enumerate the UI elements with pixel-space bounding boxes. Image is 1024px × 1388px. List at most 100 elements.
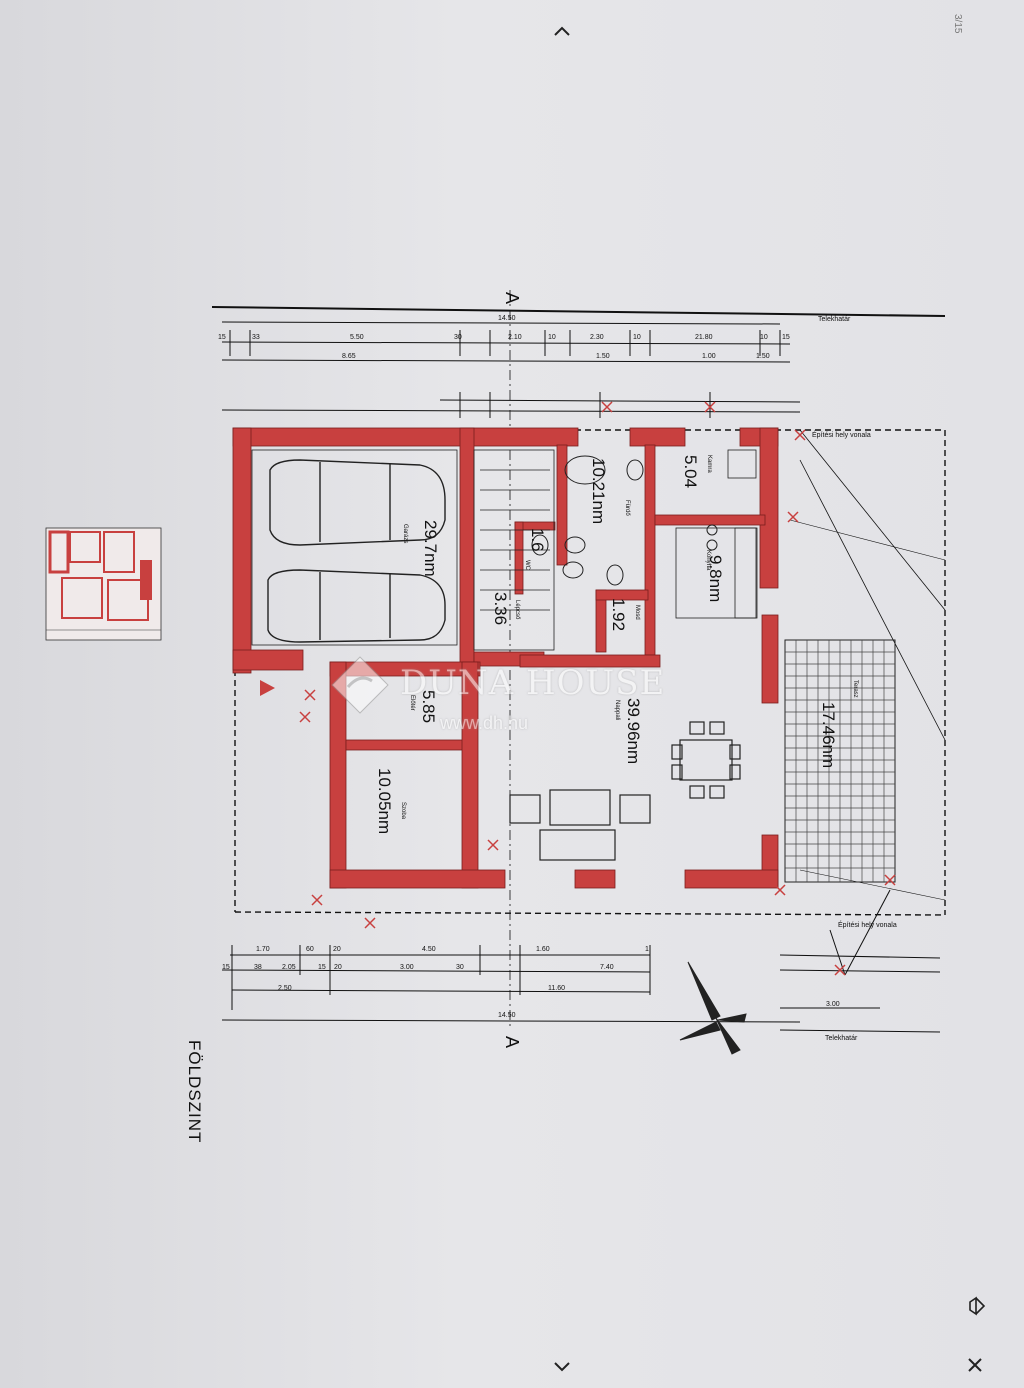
dim-bot2-5: 20 [334, 964, 342, 971]
car-icons [267, 459, 446, 643]
room-area-bedroom: 10.05nm [374, 768, 394, 834]
room-area-wc: 1.6 [527, 528, 547, 552]
room-area-text: 1.92 [609, 598, 628, 632]
dim-text: 10 [633, 334, 641, 341]
dim-text: 1.60 [536, 946, 550, 953]
room-name-kitchen: Konyha [705, 550, 711, 570]
terrace-grid [784, 639, 896, 883]
dim-text: 21.80 [695, 334, 713, 341]
dim-bot2-3: 2.05 [282, 964, 296, 971]
dim-top-3: 5.50 [350, 334, 364, 341]
room-area-text: 10.21nm [589, 458, 608, 525]
dim-text: 1.70 [256, 946, 270, 953]
room-name-text: Fürdő [624, 500, 630, 516]
dim-text: 2.30 [590, 334, 604, 341]
room-area-text: 29.7nm [421, 520, 440, 577]
dim-text: 15 [318, 964, 326, 971]
dim-text: 14.50 [498, 315, 516, 322]
dim-bot2-2: 38 [254, 964, 262, 971]
dim-bot1-5: 1.60 [536, 946, 550, 953]
dim-right-1: 3.00 [826, 1001, 840, 1008]
close-icon[interactable] [966, 1356, 984, 1378]
dim-text: 33 [252, 334, 260, 341]
section-marker-top-text: A [502, 292, 522, 305]
room-name-text: Konyha [705, 550, 711, 571]
dim-top-2: 33 [252, 334, 260, 341]
dim-top-4: 30 [454, 334, 462, 341]
room-area-garage: 29.7nm [420, 520, 440, 577]
room-area-text: 1.6 [528, 528, 547, 552]
dim-text: 7.40 [600, 964, 614, 971]
room-name-text: Garázs [402, 524, 408, 544]
dim-text: 10 [760, 334, 768, 341]
dim-top-1: 15 [218, 334, 226, 341]
dim-bot2-8: 7.40 [600, 964, 614, 971]
dim-bot1-1: 1.70 [256, 946, 270, 953]
dim-bot1-4: 4.50 [422, 946, 436, 953]
boundary-label-top: Telekhatár [818, 316, 850, 323]
building-line-bottom-text: Építési hely vonala [838, 922, 897, 929]
dim-top-7: 2.30 [590, 334, 604, 341]
dim-text: 3.00 [826, 1001, 840, 1008]
dim-text: 30 [454, 334, 462, 341]
dim-bot3-1: 2.50 [278, 985, 292, 992]
boundary-label-bottom-text: Telekhatár [825, 1035, 858, 1042]
room-name-bedroom: Szoba [400, 802, 406, 819]
room-area-stairs: 3.36 [490, 592, 510, 625]
dim-text: 2.05 [282, 964, 296, 971]
room-area-text: 5.04 [681, 455, 700, 489]
dim-bot1-3: 20 [333, 946, 341, 953]
room-name-text: WC [524, 560, 530, 570]
room-name-wc: WC [524, 560, 530, 570]
dim-top2-1: 8.65 [342, 353, 356, 360]
room-name-text: Lépcső [514, 600, 520, 620]
dim-text: 8.65 [342, 353, 356, 360]
watermark-brand: DUNA HOUSE [400, 663, 666, 703]
dim-text: 15 [222, 964, 230, 971]
chevron-down-icon[interactable] [552, 1358, 572, 1378]
furniture [509, 721, 741, 861]
dim-top-total: 14.50 [498, 315, 516, 322]
room-name-bath: Fürdő [624, 500, 630, 516]
dim-text: 20 [334, 964, 342, 971]
thumbnail-plan [45, 527, 162, 641]
dim-bot3-2: 11.60 [548, 985, 565, 992]
dim-text: 60 [306, 946, 314, 953]
watermark-url: www.dh.hu [440, 713, 529, 733]
dim-text: 1.50 [596, 353, 610, 360]
dim-bot1-2: 60 [306, 946, 314, 953]
dim-text: 15 [218, 334, 226, 341]
dim-text: 14.50 [498, 1012, 516, 1019]
dim-bot-total: 14.50 [498, 1012, 516, 1019]
dim-top2-4: 1.50 [756, 353, 770, 360]
room-area-text: 10.05nm [375, 768, 394, 835]
dim-top2-2: 1.50 [596, 353, 610, 360]
dim-text: 38 [254, 964, 262, 971]
room-name-stairs: Lépcső [514, 600, 520, 619]
section-marker-bottom-text: A [502, 1036, 522, 1049]
room-name-text: Mosd [634, 605, 640, 620]
dim-top-11: 15 [782, 334, 790, 341]
dim-text: 3.00 [400, 964, 414, 971]
room-area-text: 3.36 [491, 592, 510, 626]
dim-top-6: 10 [548, 334, 556, 341]
building-line-bottom: Építési hely vonala [838, 922, 897, 929]
room-area-pantry: 5.04 [680, 455, 700, 488]
north-arrow-icon [679, 961, 747, 1055]
dim-top-5: 2.10 [508, 334, 522, 341]
dim-text: 5.50 [350, 334, 364, 341]
room-name-text: Szoba [400, 802, 406, 820]
dim-top-8: 10 [633, 334, 641, 341]
floor-label: FÖLDSZINT [184, 1040, 204, 1143]
building-line-top: Építési hely vonala [812, 432, 871, 439]
room-area-terrace: 17.46nm [818, 702, 838, 768]
dim-text: 1 [645, 946, 649, 953]
share-icon[interactable] [966, 1296, 986, 1320]
dim-text: 30 [456, 964, 464, 971]
room-name-terrace: Terasz [852, 680, 858, 698]
boundary-label-top-text: Telekhatár [818, 316, 851, 323]
chevron-up-icon[interactable] [552, 22, 572, 42]
room-name-pantry: Kamra [706, 455, 712, 473]
room-name-text: Kamra [706, 455, 712, 473]
